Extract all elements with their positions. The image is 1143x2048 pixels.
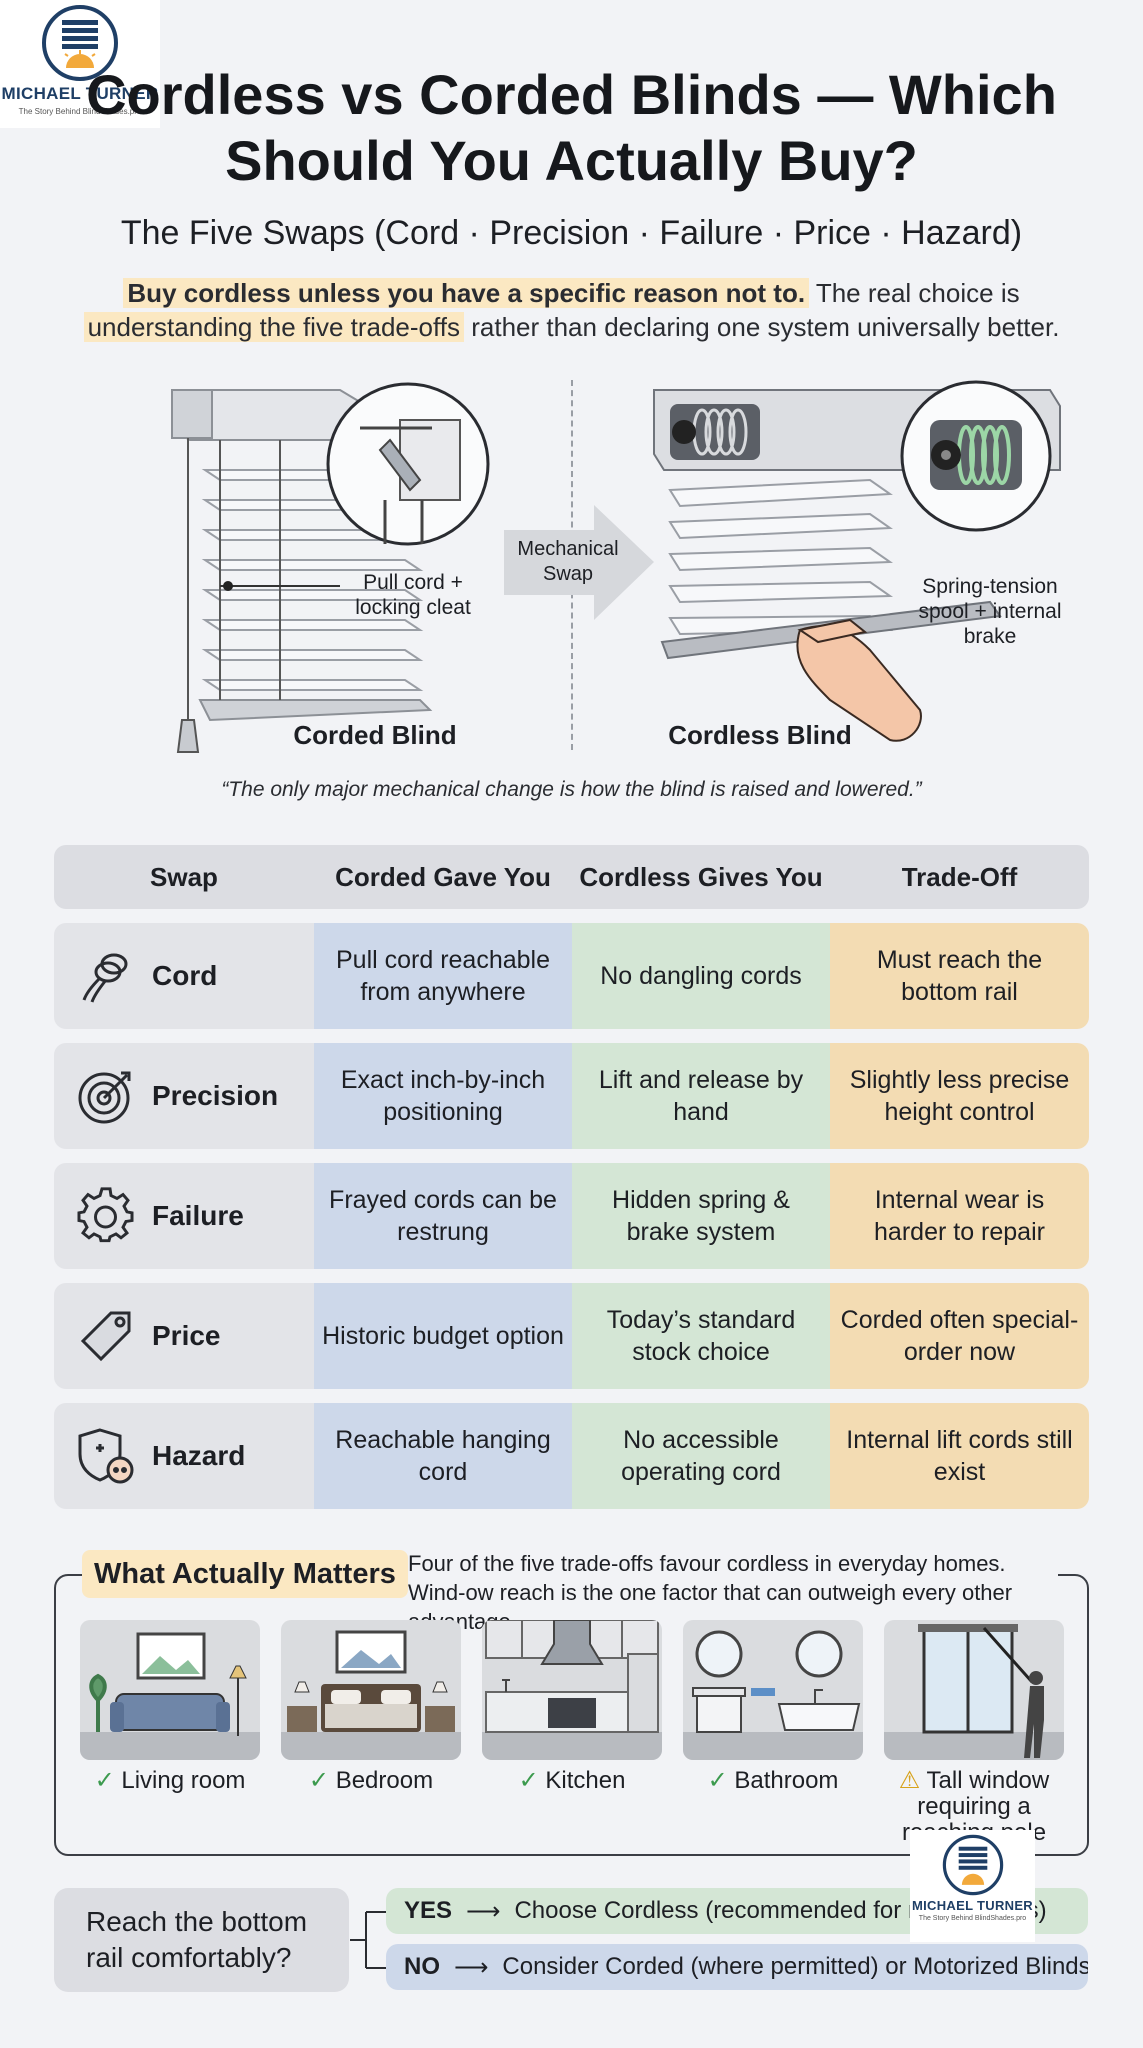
price-tag-icon xyxy=(76,1306,136,1366)
table-row: Cord Pull cord reachable from anywhere N… xyxy=(54,923,1089,1029)
swap-name: Price xyxy=(152,1320,221,1351)
corded-cell: Pull cord reachable from anywhere xyxy=(314,923,572,1029)
corded-cell: Reachable hanging cord xyxy=(314,1403,572,1509)
bathroom-icon xyxy=(683,1620,863,1760)
brand-tagline: The Story Behind BlindShades.pro xyxy=(18,107,142,116)
corded-callout: Pull cord + locking cleat xyxy=(355,571,471,619)
matters-title: What Actually Matters xyxy=(82,1550,408,1598)
tradeoff-cell: Slightly less precise height control xyxy=(830,1043,1089,1149)
intro-part3: rather than declaring one system univers… xyxy=(464,312,1060,342)
tradeoff-cell: Must reach the bottom rail xyxy=(830,923,1089,1029)
swap-cell: Failure xyxy=(54,1163,314,1269)
corded-cell: Frayed cords can be restrung xyxy=(314,1163,572,1269)
arrow-right-icon xyxy=(504,505,654,620)
brand-name: MICHAEL TURNER xyxy=(1,84,159,103)
tradeoff-cell: Internal lift cords still exist xyxy=(830,1403,1089,1509)
branch-connector xyxy=(350,1911,388,1969)
cordless-callout: Spring-tension spool + internal brake xyxy=(918,575,1062,648)
cordless-caption: Cordless Blind xyxy=(668,720,852,750)
no-key: NO xyxy=(404,1953,440,1980)
swap-name: Failure xyxy=(152,1200,244,1231)
room-label-living: ✓ Living room xyxy=(94,1767,246,1794)
mechanical-quote: “The only major mechanical change is how… xyxy=(221,778,922,801)
swap-name: Cord xyxy=(152,960,218,991)
intro-highlight: understanding the five trade-offs xyxy=(83,312,464,342)
table-row: Hazard Reachable hanging cord No accessi… xyxy=(54,1403,1089,1509)
header-corded: Corded Gave You xyxy=(335,861,551,892)
swap-name: Hazard xyxy=(152,1440,246,1471)
intro-text: Buy cordless unless you have a specific … xyxy=(60,276,1083,344)
comparison-table-header: Swap Corded Gave You Cordless Gives You … xyxy=(54,845,1089,909)
corded-cell: Exact inch-by-inch positioning xyxy=(314,1043,572,1149)
swap-name: Precision xyxy=(152,1080,279,1111)
check-icon: ✓ xyxy=(308,1767,330,1794)
cordless-cell: No accessible operating cord xyxy=(572,1403,830,1509)
room-label-kitchen: ✓ Kitchen xyxy=(518,1767,626,1794)
corded-cell: Historic budget option xyxy=(314,1283,572,1389)
room-label-bathroom: ✓ Bathroom xyxy=(707,1767,839,1794)
answer-no: NO ⟶ Consider Corded (where permitted) o… xyxy=(386,1944,1088,1990)
kitchen-icon xyxy=(482,1620,662,1760)
check-icon: ✓ xyxy=(707,1767,728,1794)
room-label-bedroom: ✓ Bedroom xyxy=(308,1767,434,1794)
table-row: Precision Exact inch-by-inch positioning… xyxy=(54,1043,1089,1149)
decision-question: Reach the bottom rail comfortably? xyxy=(54,1888,349,1992)
intro-bold: Buy cordless unless you have a specific … xyxy=(123,278,810,308)
brand-tagline: The Story Behind BlindShades.pro xyxy=(918,1915,1027,1922)
warning-icon: ⚠ xyxy=(898,1768,921,1794)
page-subtitle: The Five Swaps (Cord · Precision · Failu… xyxy=(120,214,1023,252)
corded-caption: Corded Blind xyxy=(293,720,457,750)
child-shield-icon xyxy=(76,1426,136,1486)
cordless-cell: Hidden spring & brake system xyxy=(572,1163,830,1269)
no-text: Consider Corded (where permitted) or Mot… xyxy=(502,1953,1088,1980)
rope-icon xyxy=(76,946,136,1006)
table-row: Failure Frayed cords can be restrung Hid… xyxy=(54,1163,1089,1269)
header-cordless: Cordless Gives You xyxy=(579,861,823,892)
blinds-sun-logo-icon xyxy=(942,1834,1003,1896)
corded-blind-illustration xyxy=(171,382,490,753)
cordless-cell: Today’s standard stock choice xyxy=(572,1283,830,1389)
living-room-icon xyxy=(80,1620,260,1760)
yes-key: YES xyxy=(404,1897,453,1924)
header-swap: Swap xyxy=(150,861,218,892)
arrow-right-icon: ⟶ xyxy=(466,1897,501,1925)
bedroom-icon xyxy=(281,1620,461,1760)
tall-window-icon xyxy=(884,1620,1064,1760)
cordless-blind-illustration xyxy=(653,380,1061,742)
tradeoff-cell: Internal wear is harder to repair xyxy=(830,1163,1089,1269)
check-icon: ✓ xyxy=(94,1767,115,1794)
page-title: Cordless vs Corded Blinds — Which Should… xyxy=(86,63,1057,192)
swap-cell: Hazard xyxy=(54,1403,314,1509)
blinds-sun-logo-icon xyxy=(42,5,118,81)
brand-logo-watermark: MICHAEL TURNER The Story Behind BlindSha… xyxy=(910,1830,1035,1942)
intro-part2: The real choice is xyxy=(809,278,1020,308)
table-row: Price Historic budget option Today’s sta… xyxy=(54,1283,1089,1389)
brand-logo: MICHAEL TURNER The Story Behind BlindSha… xyxy=(0,0,160,128)
target-icon xyxy=(76,1066,136,1126)
gear-icon xyxy=(76,1186,136,1246)
swap-cell: Price xyxy=(54,1283,314,1389)
header-tradeoff: Trade-Off xyxy=(901,861,1018,892)
tradeoff-cell: Corded often special-order now xyxy=(830,1283,1089,1389)
brand-name: MICHAEL TURNER xyxy=(912,1898,1033,1913)
cordless-cell: No dangling cords xyxy=(572,923,830,1029)
check-icon: ✓ xyxy=(518,1767,539,1794)
swap-cell: Cord xyxy=(54,923,314,1029)
arrow-right-icon: ⟶ xyxy=(454,1953,489,1981)
arrow-label: Mechanical Swap xyxy=(517,538,619,585)
cordless-cell: Lift and release by hand xyxy=(572,1043,830,1149)
swap-cell: Precision xyxy=(54,1043,314,1149)
